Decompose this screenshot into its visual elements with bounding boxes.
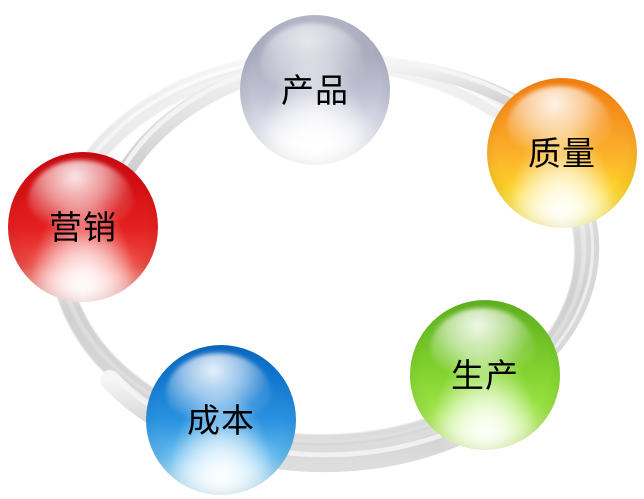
sphere-bounce-light	[505, 157, 619, 224]
sphere-silver-icon	[240, 15, 390, 165]
sphere-gloss-highlight	[429, 307, 535, 377]
node-production[interactable]: 生产	[410, 300, 560, 450]
sphere-gloss-highlight	[259, 22, 365, 92]
sphere-bounce-light	[164, 424, 278, 491]
node-quality[interactable]: 质量	[487, 78, 637, 228]
node-marketing[interactable]: 营销	[8, 152, 158, 302]
sphere-green-icon	[410, 300, 560, 450]
sphere-bounce-light	[428, 379, 542, 446]
node-cost[interactable]: 成本	[146, 345, 296, 495]
sphere-orange-icon	[487, 78, 637, 228]
sphere-blue-icon	[146, 345, 296, 495]
sphere-gloss-highlight	[165, 352, 271, 422]
sphere-bounce-light	[26, 231, 140, 298]
sphere-gloss-highlight	[506, 85, 612, 155]
node-product[interactable]: 产品	[240, 15, 390, 165]
sphere-bounce-light	[258, 94, 372, 161]
sphere-gloss-highlight	[27, 159, 133, 229]
sphere-red-icon	[8, 152, 158, 302]
